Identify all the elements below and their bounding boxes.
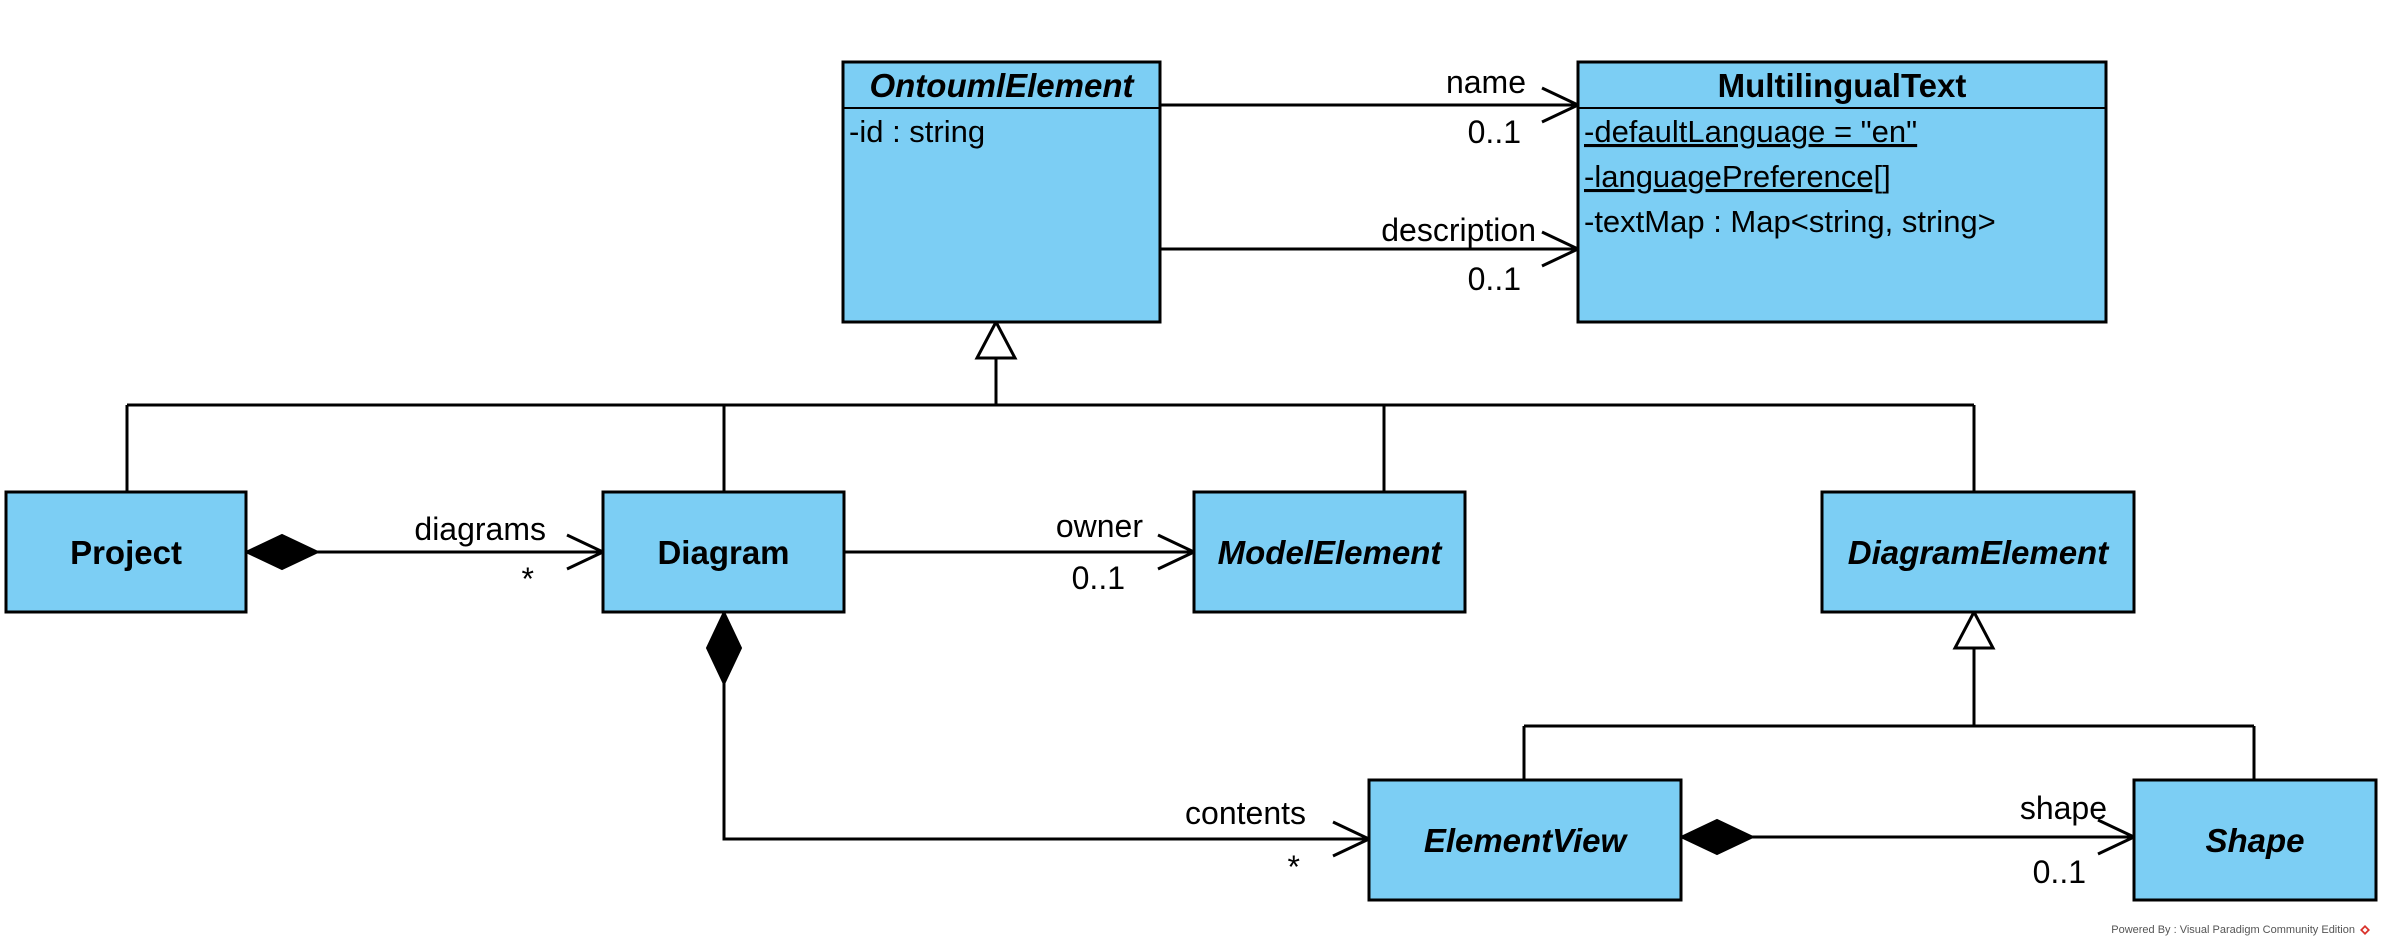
class-box xyxy=(1576,60,2108,324)
class-attribute: -id : string xyxy=(849,114,985,149)
class-box xyxy=(1367,778,1683,902)
generalization-triangle-icon xyxy=(1952,608,1996,650)
association-contents-role-label: contents xyxy=(1185,795,1306,831)
class-diagram-element[interactable]: DiagramElement xyxy=(1820,490,2136,614)
visual-paradigm-logo-icon xyxy=(2360,925,2370,935)
association-shape-role-label: shape xyxy=(2020,790,2107,826)
class-name: DiagramElement xyxy=(1848,534,2110,571)
class-attribute: -defaultLanguage = "en" xyxy=(1584,114,1917,149)
class-shape[interactable]: Shape xyxy=(2132,778,2378,902)
association-contents-composition-diamond-icon xyxy=(705,609,743,687)
association-name-role-label: name xyxy=(1446,64,1526,100)
class-multilingual-text[interactable]: MultilingualText -defaultLanguage = "en" -… xyxy=(1576,60,2108,324)
class-box xyxy=(4,490,248,614)
footer-text: Powered By : Visual Paradigm Community E… xyxy=(2111,924,2355,936)
class-element-view[interactable]: ElementView xyxy=(1367,778,1683,902)
association-shape-multiplicity-label: 0..1 xyxy=(2033,854,2086,890)
association-shape-composition-diamond-icon xyxy=(1678,818,1756,856)
class-name: ModelElement xyxy=(1218,534,1444,571)
class-box xyxy=(1192,490,1467,614)
class-attribute: -textMap : Map<string, string> xyxy=(1584,204,1996,239)
class-model-element[interactable]: ModelElement xyxy=(1192,490,1467,614)
association-contents-line xyxy=(722,612,1369,841)
class-name: ElementView xyxy=(1424,822,1629,859)
class-name: Project xyxy=(70,534,182,571)
association-diagrams-role-label: diagrams xyxy=(414,511,546,547)
association-diagrams-multiplicity-label: * xyxy=(522,561,534,597)
class-project[interactable]: Project xyxy=(4,490,248,614)
class-box xyxy=(2132,778,2378,902)
class-name: Shape xyxy=(2205,822,2304,859)
footer: Powered By : Visual Paradigm Community E… xyxy=(2111,924,2371,936)
class-attribute: -languagePreference[] xyxy=(1584,159,1891,194)
association-owner-multiplicity-label: 0..1 xyxy=(1072,560,1125,596)
class-name: OntoumlElement xyxy=(869,67,1135,104)
class-box xyxy=(841,60,1162,324)
class-ontouml-element[interactable]: OntoumlElement -id : string xyxy=(841,60,1162,324)
generalization-ontouml xyxy=(125,358,1976,492)
class-box xyxy=(601,490,846,614)
association-owner-role-label: owner xyxy=(1056,508,1144,544)
generalization-delem xyxy=(1522,648,2256,780)
association-diagrams-composition-diamond-icon xyxy=(243,533,321,571)
association-name-multiplicity-label: 0..1 xyxy=(1468,114,1521,150)
association-description-multiplicity-label: 0..1 xyxy=(1468,261,1521,297)
class-diagram[interactable]: Diagram xyxy=(601,490,846,614)
association-description-role-label: description xyxy=(1381,212,1536,248)
class-box xyxy=(1820,490,2136,614)
generalization-triangle-icon xyxy=(974,318,1018,360)
class-name: Diagram xyxy=(657,534,789,571)
association-contents-multiplicity-label: * xyxy=(1288,849,1300,885)
class-name: MultilingualText xyxy=(1718,67,1967,104)
